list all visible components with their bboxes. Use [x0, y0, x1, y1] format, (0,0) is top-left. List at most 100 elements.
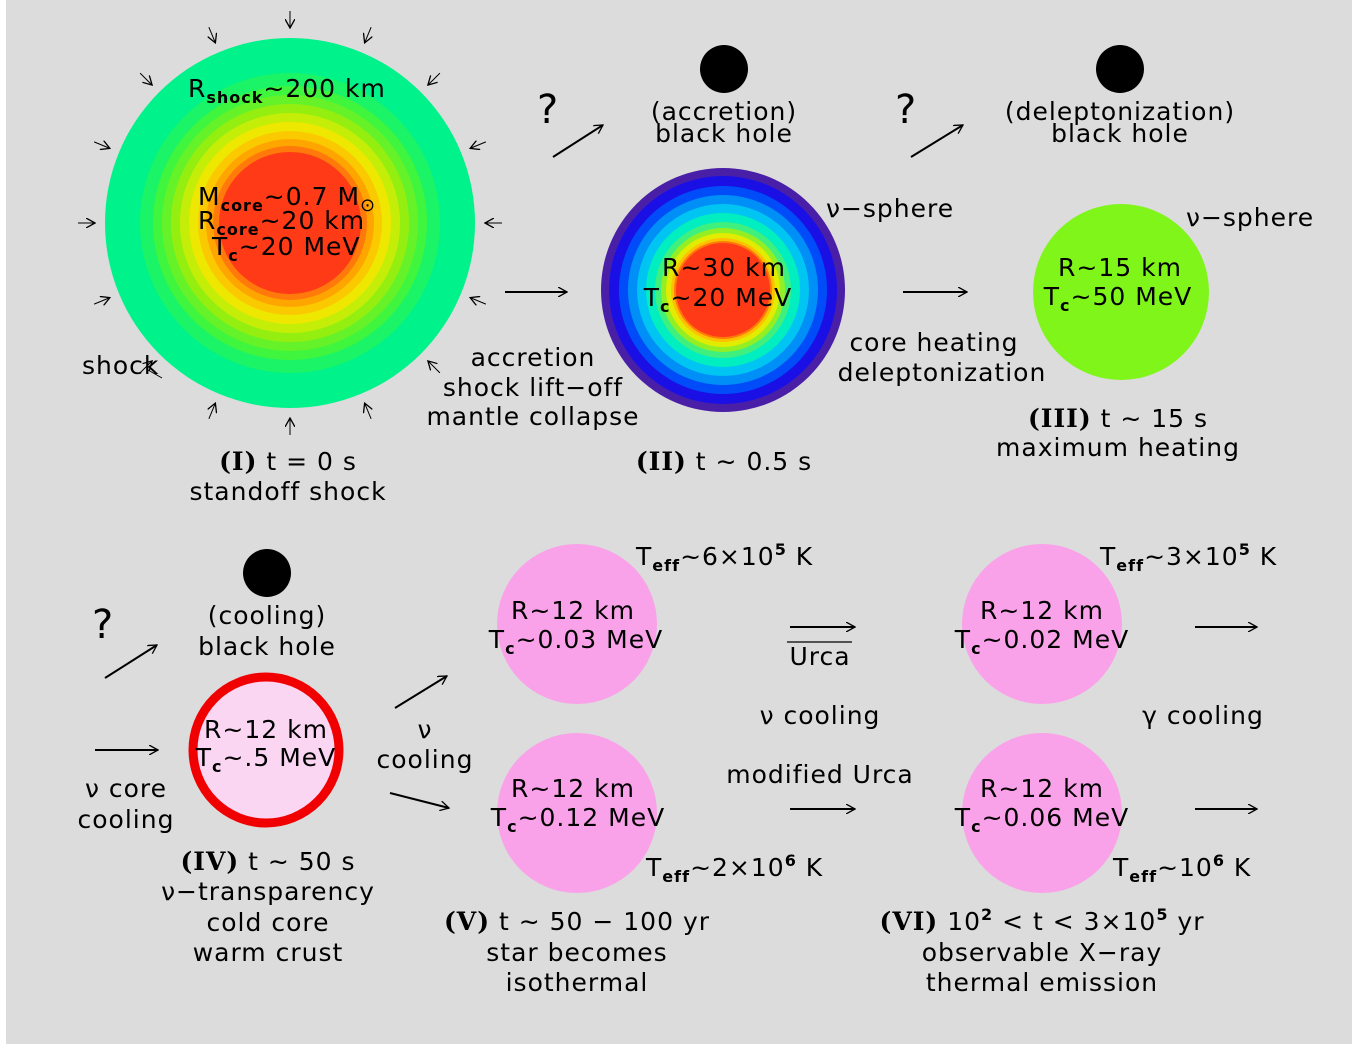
infall-arrow — [470, 142, 487, 149]
stage-6-top-teff: Teff~3×105 K — [1099, 540, 1277, 575]
transition-4-5-line2: cooling — [377, 745, 474, 774]
stage-4-star — [188, 672, 344, 828]
infall-arrow — [209, 403, 216, 420]
gamma-cooling-label: γ cooling — [1142, 701, 1264, 730]
arrow-4-to-5-bottom — [389, 792, 449, 808]
stage-6-caption-line2: observable X−ray — [922, 938, 1163, 967]
stage-5-bottom-temperature: Tc~0.12 MeV — [490, 803, 665, 836]
stage-2-radius: R~30 km — [662, 253, 786, 282]
infall-arrow — [428, 72, 441, 85]
black-hole-3-line2: black hole — [1051, 119, 1189, 148]
stage-2-neutrinosphere-gradient — [601, 168, 845, 412]
stage-2-accretion: ? (accretion) black hole ν−sphere R~30 k… — [537, 45, 954, 476]
question-mark-4: ? — [92, 602, 113, 648]
stage-3-star — [1033, 204, 1209, 380]
infall-arrow — [428, 361, 441, 374]
stage-6-top-star — [962, 544, 1122, 704]
transition-1-2-line1: accretion — [471, 343, 596, 372]
black-hole-icon — [1096, 45, 1144, 93]
stage-6-bottom-temperature: Tc~0.06 MeV — [954, 803, 1129, 836]
black-hole-2-line1: (accretion) — [651, 97, 797, 126]
stage-4-caption-line3: cold core — [207, 908, 330, 937]
infall-arrow — [209, 26, 216, 43]
transition-2-3-line2: deleptonization — [838, 358, 1047, 387]
transition-1-2-line3: mantle collapse — [426, 402, 639, 431]
nu-sphere-label-3: ν−sphere — [1186, 203, 1314, 232]
stage-4-transparency: ? (cooling) black hole ν core cooling R~… — [78, 549, 375, 967]
core-radius-label: Rcore~20 km — [198, 206, 365, 239]
infall-arrow — [470, 298, 487, 305]
stage-4-radius: R~12 km — [204, 715, 328, 744]
black-hole-4-line1: (cooling) — [208, 601, 326, 630]
stage-6-top-temperature: Tc~0.02 MeV — [954, 625, 1129, 658]
stage-4-left-line2: cooling — [78, 805, 175, 834]
infall-arrow — [139, 72, 152, 85]
stage-1-temperature-gradient — [105, 38, 475, 408]
stage-6-bottom-teff: Teff~106 K — [1112, 851, 1251, 886]
stage-2-temperature: Tc~20 MeV — [643, 283, 793, 316]
infall-arrow — [93, 298, 110, 305]
stage-2-ring-11 — [676, 243, 770, 337]
arrow-to-black-hole-2 — [552, 124, 603, 158]
stage-5-caption-line3: isothermal — [506, 968, 649, 997]
stage-4-caption-line4: warm crust — [193, 938, 344, 967]
question-mark-3: ? — [895, 87, 916, 133]
core-temperature-label: Tc~20 MeV — [211, 232, 361, 265]
stage-6-bottom-star — [962, 733, 1122, 893]
stage-2-caption-title: (II) t ∼ 0.5 s — [636, 447, 812, 476]
stage-6-bottom-radius: R~12 km — [980, 774, 1104, 803]
black-hole-icon — [243, 549, 291, 597]
stage-6-caption-line3: thermal emission — [926, 968, 1158, 997]
stage-1-ring-10 — [219, 152, 361, 294]
stage-5-top-radius: R~12 km — [511, 596, 635, 625]
transition-4-5-line1: ν — [418, 715, 433, 744]
urca-label: Urca — [789, 642, 850, 671]
stage-1-caption-desc: standoff shock — [189, 477, 386, 506]
shock-pointer — [147, 369, 163, 379]
stage-5-caption-title: (V) t ∼ 50 − 100 yr — [444, 907, 710, 936]
stage-5-bottom-teff: Teff~2×106 K — [645, 851, 823, 886]
sun-symbol: ⊙ — [360, 195, 376, 216]
stage-5-top-teff: Teff~6×105 K — [635, 540, 813, 575]
stage-5-top-temperature: Tc~0.03 MeV — [488, 625, 663, 658]
transition-1-2-line2: shock lift−off — [443, 373, 623, 402]
stage-5-bottom-star — [497, 733, 657, 893]
question-mark-2: ? — [537, 87, 558, 133]
infall-arrow — [365, 403, 372, 420]
modified-urca-label: modified Urca — [726, 760, 914, 789]
stage-5-caption-line2: star becomes — [486, 938, 667, 967]
stage-1-caption-title: (I) t = 0 s — [219, 447, 357, 476]
infall-arrow — [365, 26, 372, 43]
transition-2-3: core heating deleptonization — [838, 292, 1047, 387]
stage-4-caption-line2: ν−transparency — [161, 877, 375, 906]
stage-3-maximum-heating: ? (deleptonization) black hole ν−sphere … — [895, 45, 1314, 462]
nu-sphere-label-2: ν−sphere — [826, 194, 954, 223]
transition-2-3-line1: core heating — [849, 328, 1018, 357]
stage-3-temperature: Tc~50 MeV — [1043, 282, 1193, 315]
stage-1-protoneutron-star: Rshock~200 km Mcore~0.7 M⊙ Rcore~20 km T… — [78, 11, 502, 506]
black-hole-3-line1: (deleptonization) — [1005, 97, 1235, 126]
stage-4-left-line1: ν core — [85, 774, 167, 803]
stage-3-caption-title: (III) t ∼ 15 s — [1028, 404, 1208, 433]
shock-label: shock — [82, 351, 159, 380]
black-hole-4-line2: black hole — [198, 632, 336, 661]
stage-6-caption-title: (VI) 102 < t < 3×105 yr — [880, 905, 1205, 936]
black-hole-icon — [700, 45, 748, 93]
stage-6-top-radius: R~12 km — [980, 596, 1104, 625]
transition-4-5: ν cooling — [377, 675, 474, 808]
stage-5-isothermal: Teff~6×105 K R~12 km Tc~0.03 MeV R~12 km… — [444, 540, 823, 997]
transition-5-6: Urca ν cooling modified Urca — [726, 627, 914, 809]
infall-arrows — [78, 11, 502, 435]
stage-3-radius: R~15 km — [1058, 253, 1182, 282]
transition-1-2: accretion shock lift−off mantle collapse — [426, 292, 639, 431]
arrow-to-black-hole-4 — [104, 644, 157, 679]
black-hole-2-line2: black hole — [655, 119, 793, 148]
stage-5-bottom-radius: R~12 km — [511, 774, 635, 803]
nu-cooling-label: ν cooling — [760, 701, 881, 730]
stage-6-thermal-emission: Teff~3×105 K R~12 km Tc~0.02 MeV γ cooli… — [880, 540, 1277, 997]
infall-arrow — [139, 361, 152, 374]
stage-5-top-star — [497, 544, 657, 704]
stage-4-caption-title: (IV) t ∼ 50 s — [180, 847, 355, 876]
